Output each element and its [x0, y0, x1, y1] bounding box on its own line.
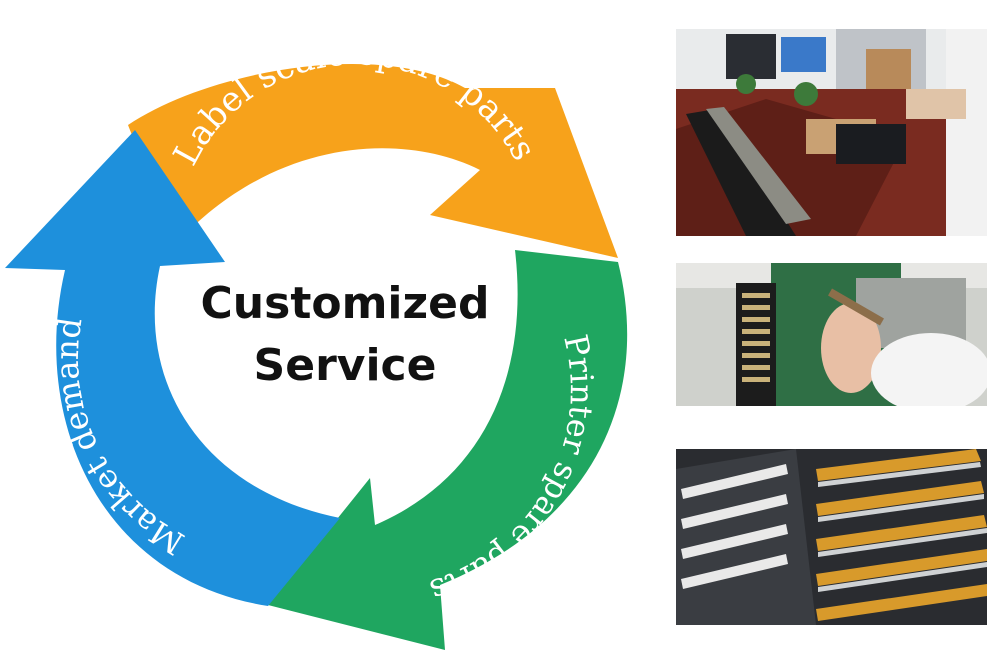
photo-part-inspection: [676, 263, 987, 406]
arrow-market: [5, 130, 340, 606]
photo-office-workbench: [676, 29, 987, 236]
center-title-line2: Service: [254, 340, 437, 391]
center-title-line1: Customized: [201, 278, 490, 329]
cycle-diagram: Label scale spare parts Printer spare pa…: [5, 63, 628, 650]
arrow-label-scale: [128, 63, 618, 259]
arrow-printer: [268, 250, 628, 650]
photo-printhead-trays: [676, 449, 987, 625]
